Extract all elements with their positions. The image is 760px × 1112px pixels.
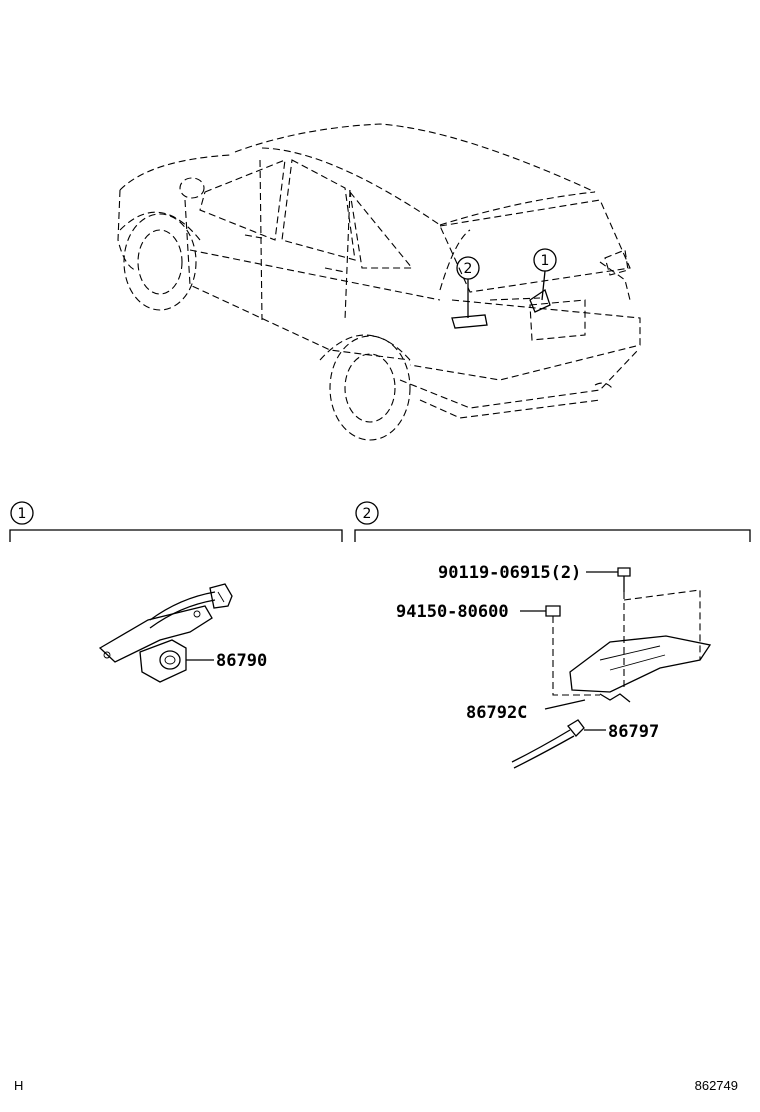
part-number-86797[interactable]: 86797 [608, 722, 659, 742]
diagram-id: 862749 [694, 1078, 738, 1093]
nut-94150-80600[interactable] [520, 605, 600, 696]
part-number-86790[interactable]: 86790 [216, 651, 267, 671]
section-2-header: 2 [354, 501, 751, 542]
footer-left-code: H [14, 1078, 24, 1093]
vehicle-callout-1[interactable]: 1 [533, 248, 557, 301]
section-1-header: 1 [9, 501, 343, 542]
bolt-90119-06915[interactable] [586, 567, 631, 690]
part-number-94150-80600[interactable]: 94150-80600 [396, 602, 509, 622]
vehicle-callout-2[interactable]: 2 [456, 256, 480, 318]
wire-86797[interactable] [511, 719, 606, 769]
camera-assembly-86790[interactable] [98, 583, 233, 683]
lamp-assembly-86792C[interactable] [544, 589, 712, 710]
svg-text:1: 1 [541, 253, 550, 269]
svg-text:2: 2 [363, 506, 372, 522]
svg-text:1: 1 [18, 506, 27, 522]
part-number-86792C[interactable]: 86792C [466, 703, 527, 723]
part-number-90119-06915[interactable]: 90119-06915(2) [438, 563, 581, 583]
svg-text:2: 2 [464, 261, 473, 277]
vehicle-illustration [117, 123, 641, 441]
